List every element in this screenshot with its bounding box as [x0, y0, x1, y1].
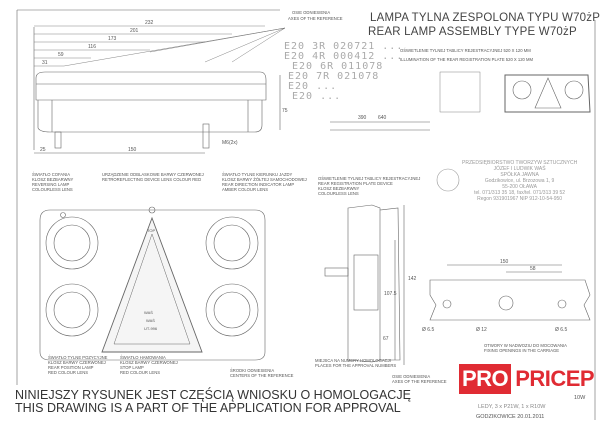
dim-201: 201 — [130, 28, 139, 34]
dim-150: 150 — [128, 147, 137, 153]
dimension-lines — [34, 25, 286, 67]
dim-31: 31 — [42, 60, 48, 66]
plate-text-en: ILLUMINATION OF THE REAR REGISTRATION PL… — [400, 57, 534, 62]
axes-pl: OSIE ODNIESIENIA — [292, 10, 331, 15]
dim-25: 25 — [40, 147, 46, 153]
callout-plate-device: OŚWIETLENIE TYLNEJ TABLICY REJESTRACYJNE… — [318, 176, 421, 196]
dim-116: 116 — [88, 44, 96, 50]
place-date: GODZIKOWICE 20.01.2011 — [476, 414, 545, 420]
front-view-lamp — [39, 206, 266, 361]
plate-text-pl: OŚWIETLENIE TYLNEJ TABLICY REJESTRACYJNE… — [400, 48, 531, 53]
approval-numbers: E20 3R 020721 ... E20 4R 000412 ... E20 … — [284, 42, 403, 102]
label-code: UT-996 — [144, 326, 158, 331]
dim-75: 75 — [282, 108, 288, 114]
dim-142: 142 — [408, 276, 417, 282]
propricep-logo: PRO PRICEP — [459, 364, 595, 394]
approval-number: E20 4R 000412 ... — [284, 51, 404, 62]
label-mark: WAŚ — [146, 318, 155, 323]
dim-hole-right: Ø 6.5 — [555, 327, 567, 333]
side-profile-lamp — [324, 204, 405, 365]
dim-59: 59 — [58, 52, 64, 58]
mounting-holes-plate — [429, 264, 591, 321]
dim-67: 67 — [383, 336, 389, 342]
axes-en: AXES OF THE REFERENCE — [288, 16, 343, 21]
approval-number: E20 7R 021078 — [288, 71, 380, 82]
dim-holes-150: 150 — [500, 259, 509, 265]
dim-107: 107.5 — [384, 291, 397, 297]
side-view-lamp — [33, 27, 281, 154]
dim-hole-mid: Ø 12 — [476, 327, 487, 333]
label-top: TOP — [147, 228, 155, 233]
logo-box: PRO — [459, 364, 512, 394]
footer-pl: NINIEJSZY RYSUNEK JEST CZĘŚCIĄ WNIOSKU O… — [15, 388, 411, 402]
approval-number: E20 6R 011078 — [292, 61, 384, 72]
dim-thread: M6(2x) — [222, 140, 238, 146]
title-en: REAR LAMP ASSEMBLY TYPE W70żP — [368, 26, 577, 38]
plate-illumination-view — [330, 71, 591, 131]
footer-en: THIS DRAWING IS A PART OF THE APPLICATIO… — [15, 401, 401, 415]
dim-232: 232 — [145, 20, 154, 26]
dim-173: 173 — [108, 36, 117, 42]
approval-number: E20 ... — [292, 91, 342, 102]
dim-640: 640 — [378, 115, 387, 121]
approval-number: E20 ... — [288, 81, 338, 92]
approval-number: E20 3R 020721 ... — [284, 41, 404, 52]
title-pl: LAMPA TYLNA ZESPOLONA TYPU W70żP — [370, 12, 600, 24]
dim-hole-left: Ø 6.5 — [422, 327, 434, 333]
dim-390: 390 — [358, 115, 367, 121]
bulb-power: 10W — [574, 395, 586, 401]
label-wasp: WAŚ — [144, 310, 153, 315]
logo-text: PRICEP — [515, 366, 595, 391]
stamp-seal — [436, 168, 460, 192]
dim-holes-58: 58 — [530, 266, 536, 272]
bulb-line: LEDY, 3 x P21W, 1 x R10W — [478, 404, 546, 410]
